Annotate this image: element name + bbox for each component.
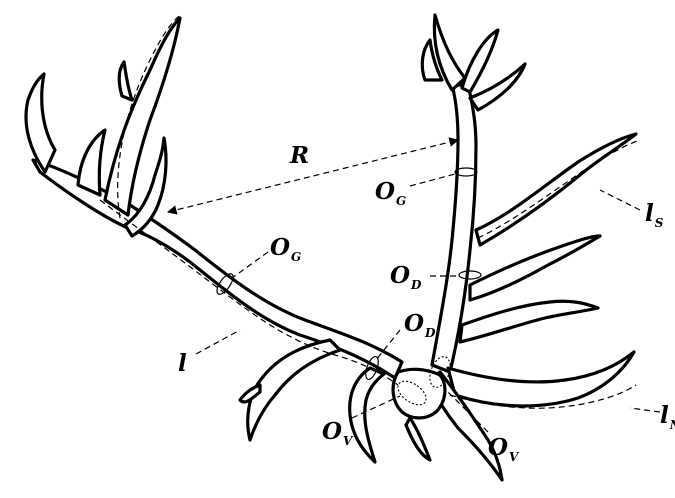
label-OG-right: OG — [375, 180, 406, 207]
right-antler — [422, 15, 636, 480]
right-tine-2 — [470, 236, 600, 300]
label-OD-left: OD — [404, 312, 435, 339]
left-crown-tine-1 — [26, 74, 55, 172]
skull-pedicle — [393, 369, 445, 418]
label-R: R — [290, 144, 309, 167]
OG-right-leader — [410, 174, 455, 186]
lN-leader — [630, 408, 660, 412]
left-antler — [26, 18, 402, 462]
OG-left-leader — [232, 252, 268, 278]
label-OV-right: OV — [488, 436, 518, 463]
right-crown-tine-2 — [462, 30, 498, 92]
label-OG-left: OG — [270, 236, 301, 263]
left-antler-beam — [33, 160, 402, 378]
right-tine-N — [448, 352, 634, 406]
right-tine-3 — [460, 301, 598, 342]
l-leader — [196, 330, 240, 354]
left-crown-tine-3 — [105, 18, 180, 215]
label-l: l — [178, 352, 188, 379]
label-lN: lN — [660, 404, 675, 431]
left-crown-tine-2 — [78, 130, 105, 195]
skull-fragment — [406, 418, 430, 460]
left-crown-tine-4 — [119, 62, 132, 100]
label-lS: lS — [645, 202, 663, 229]
lS-leader — [600, 190, 640, 210]
R-line — [168, 140, 458, 212]
label-OD-right: OD — [390, 264, 421, 291]
left-bez-tine — [350, 368, 384, 462]
label-OV-left: OV — [322, 420, 352, 447]
